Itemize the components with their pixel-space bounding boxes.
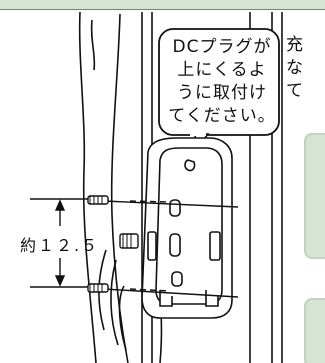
side-line-1: 充 — [286, 35, 303, 55]
holder-bracket — [141, 137, 233, 319]
side-line-3: て — [286, 81, 303, 101]
callout-text: DCプラグが 上にくるよ うに取付け てください。 — [168, 36, 276, 128]
dimension-label: 約１２.５ — [20, 236, 100, 255]
side-line-2: な — [286, 58, 303, 78]
header-band — [0, 0, 325, 10]
note-panel-2 — [304, 298, 325, 363]
screw-bottom — [87, 283, 109, 293]
callout-line-4: てください。 — [168, 106, 276, 126]
dimension-marker — [30, 198, 88, 288]
callout-line-1: DCプラグが — [172, 37, 272, 57]
note-panel-1 — [304, 133, 325, 259]
mount-lines — [103, 200, 239, 298]
callout-line-2: 上にくるよ — [177, 60, 267, 80]
side-text: 充 な て — [286, 34, 325, 103]
screw-top — [87, 195, 109, 205]
screw-middle — [119, 233, 139, 249]
callout-line-3: うに取付け — [177, 83, 267, 103]
